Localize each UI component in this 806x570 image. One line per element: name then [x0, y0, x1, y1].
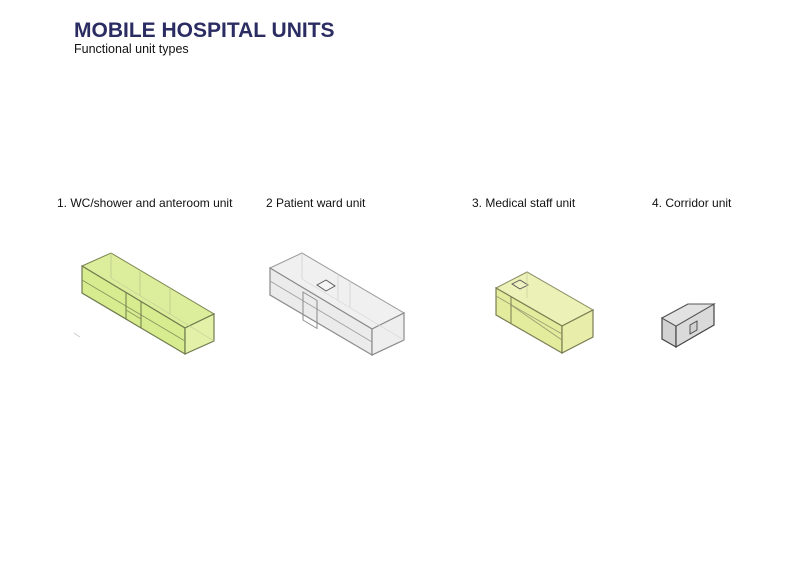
unit-label-corridor: 4. Corridor unit — [652, 196, 732, 210]
page-title: MOBILE HOSPITAL UNITS — [74, 19, 335, 42]
unit-label-medical-staff: 3. Medical staff unit — [472, 196, 576, 210]
patient-ward-unit-model — [268, 252, 406, 357]
medical-staff-unit-model — [494, 271, 595, 355]
corridor-unit-model — [660, 302, 716, 349]
unit-label-wc-shower: 1. WC/shower and anteroom unit — [57, 196, 233, 210]
page-subtitle: Functional unit types — [74, 42, 189, 56]
unit-label-patient-ward: 2 Patient ward unit — [266, 196, 366, 210]
wc-shower-unit-model — [73, 252, 216, 356]
